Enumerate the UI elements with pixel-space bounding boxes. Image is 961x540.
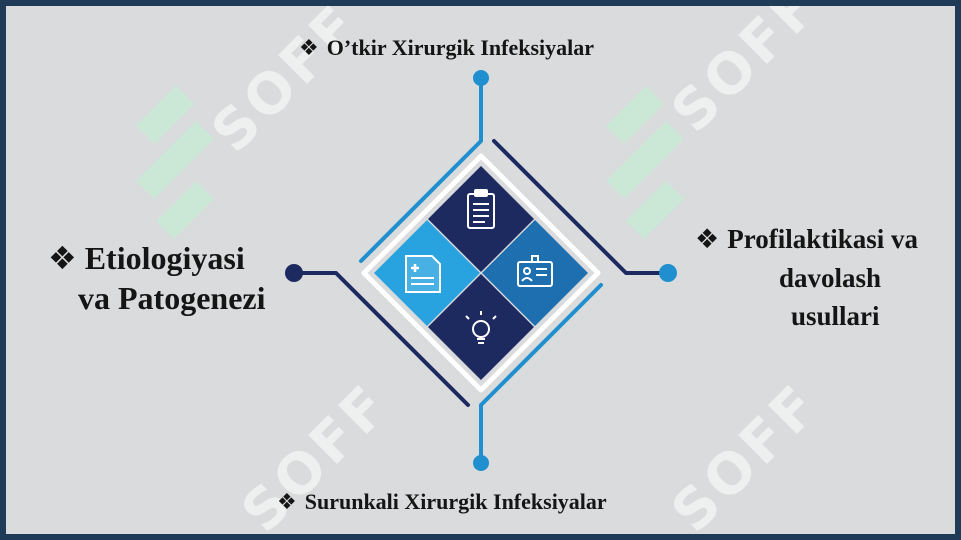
topic-left-line2: va Patogenezi xyxy=(78,280,266,316)
bullet-diamond-icon: ❖ xyxy=(48,239,77,277)
lightbulb-icon xyxy=(465,311,497,344)
bullet-diamond-icon: ❖ xyxy=(695,224,720,255)
tile-right xyxy=(482,220,588,326)
topic-top-label: ❖ O’tkir Xirurgik Infeksiyalar xyxy=(299,35,594,61)
tile-top xyxy=(428,166,534,272)
topic-bottom-text: Surunkali Xirurgik Infeksiyalar xyxy=(304,489,607,514)
slide-canvas: SOFF SOFF SOFF SOFF xyxy=(6,6,955,534)
watermark-logo-icon xyxy=(606,86,684,239)
connector-left-node xyxy=(285,264,303,282)
hub-diagram xyxy=(136,70,684,471)
connector-right xyxy=(492,139,668,275)
topic-bottom-label: ❖ Surunkali Xirurgik Infeksiyalar xyxy=(277,489,607,515)
diamond-frame xyxy=(361,153,601,393)
id-card-icon xyxy=(517,255,553,287)
clipboard-icon xyxy=(467,189,495,229)
connector-left xyxy=(294,271,470,407)
medical-document-icon xyxy=(405,255,441,293)
topic-right-label: ❖Profilaktikasi va davolash usullari xyxy=(695,220,918,335)
tile-left xyxy=(374,220,480,326)
topic-left-line1: Etiologiyasi xyxy=(84,240,245,276)
bullet-diamond-icon: ❖ xyxy=(299,36,319,61)
connector-bottom xyxy=(479,283,603,463)
connector-top-node xyxy=(473,70,489,86)
connector-bottom-node xyxy=(473,455,489,471)
connector-right-node xyxy=(659,264,677,282)
topic-right-line1: Profilaktikasi va xyxy=(727,224,918,254)
watermark-logo-icon xyxy=(136,86,214,239)
topic-left-label: ❖Etiologiyasi va Patogenezi xyxy=(48,238,266,318)
bullet-diamond-icon: ❖ xyxy=(277,490,297,515)
tile-bottom xyxy=(428,274,534,380)
connector-top xyxy=(359,74,483,263)
topic-right-line2: davolash xyxy=(779,263,882,293)
topic-top-text: O’tkir Xirurgik Infeksiyalar xyxy=(326,35,594,60)
topic-right-line3: usullari xyxy=(791,301,880,331)
